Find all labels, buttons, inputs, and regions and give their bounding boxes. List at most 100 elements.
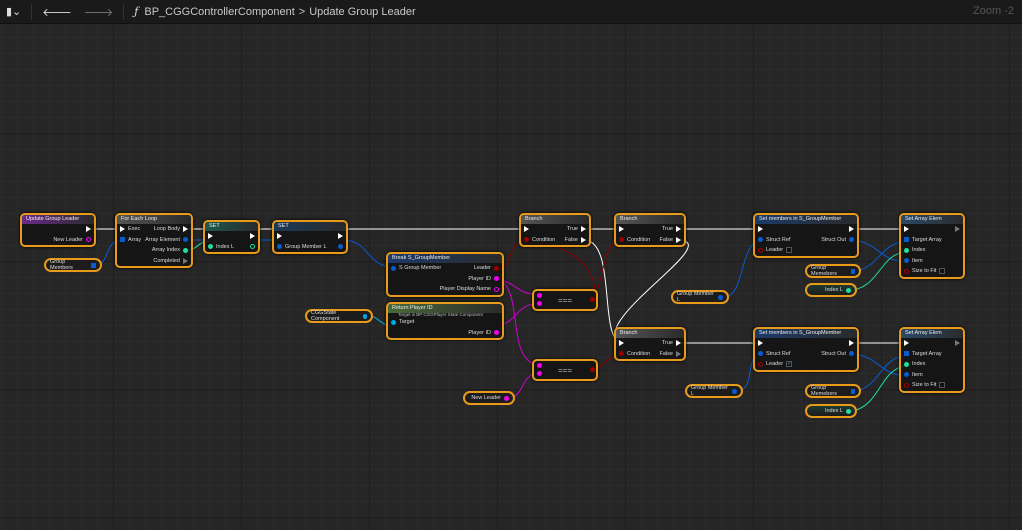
output-pin[interactable] [335, 244, 343, 250]
output-pin[interactable]: Struct Out [821, 351, 854, 357]
input-pin[interactable]: Item [904, 372, 923, 378]
struct-pin-icon[interactable] [758, 351, 763, 357]
output-pin[interactable]: Struct Out [821, 237, 854, 243]
int-pin-icon[interactable] [208, 244, 213, 250]
input-pin[interactable]: Target [391, 319, 414, 325]
bool-pin-icon[interactable] [619, 351, 624, 357]
input-pin[interactable] [904, 340, 912, 347]
struct-pin-icon[interactable] [718, 294, 723, 300]
pin-icon[interactable] [590, 367, 595, 372]
breadcrumb-root[interactable]: BP_CGGControllerComponent [144, 5, 295, 18]
variable-getter[interactable]: Group Members [44, 258, 102, 272]
input-pin[interactable] [619, 226, 627, 233]
input-pin[interactable]: Target Array [904, 237, 942, 243]
input-pin[interactable]: S Group Member [391, 265, 441, 271]
struct-pin-icon[interactable] [904, 372, 909, 378]
variable-getter[interactable]: Index L [805, 283, 857, 297]
string-pin-icon[interactable] [504, 395, 509, 401]
input-pin[interactable]: Struct Ref [758, 351, 790, 357]
pin-icon[interactable] [537, 371, 542, 376]
exec-pin-icon[interactable] [250, 233, 255, 240]
exec-pin-icon[interactable] [849, 226, 854, 233]
input-pin[interactable] [619, 340, 627, 347]
bool-pin-icon[interactable] [904, 268, 909, 274]
exec-pin-icon[interactable] [524, 226, 529, 233]
variable-getter[interactable]: Group Member L [685, 384, 743, 398]
input-pin[interactable]: Condition [619, 237, 650, 243]
struct-pin-icon[interactable] [758, 237, 763, 243]
exec-pin-icon[interactable] [581, 226, 586, 233]
output-pin[interactable] [247, 233, 255, 240]
bool-pin-icon[interactable] [904, 382, 909, 388]
input-pin[interactable]: Leader✓ [758, 361, 793, 368]
back-arrow-icon[interactable]: 🡐 [42, 6, 72, 19]
output-pin[interactable]: Array Index [152, 247, 188, 253]
bool-pin-icon[interactable] [758, 247, 763, 253]
equal-node[interactable]: === [532, 359, 598, 381]
exec-pin-icon[interactable] [676, 350, 681, 357]
output-pin[interactable] [952, 226, 960, 233]
exec-pin-icon[interactable] [619, 226, 624, 233]
exec-pin-icon[interactable] [904, 340, 909, 347]
string-pin-icon[interactable] [86, 237, 91, 243]
output-pin[interactable]: New Leader [53, 237, 91, 243]
output-pin[interactable]: Loop Body [154, 226, 188, 233]
output-pin[interactable]: Completed [153, 257, 188, 264]
array-pin-icon[interactable] [850, 268, 855, 274]
pin-icon[interactable] [537, 293, 542, 298]
output-pin[interactable] [846, 226, 854, 233]
output-pin[interactable]: True [567, 226, 586, 233]
exec-pin-icon[interactable] [86, 226, 91, 233]
input-pin[interactable]: Condition [619, 351, 650, 357]
pin-icon[interactable] [537, 301, 542, 306]
output-pin[interactable] [83, 226, 91, 233]
input-pin[interactable] [758, 226, 766, 233]
variable-getter[interactable]: Index L [805, 404, 857, 418]
input-pin[interactable] [524, 226, 532, 233]
array-pin-icon[interactable] [904, 237, 909, 243]
int-pin-icon[interactable] [183, 247, 188, 253]
exec-pin-icon[interactable] [955, 340, 960, 347]
input-pin[interactable]: Leader [758, 247, 793, 254]
bool-pin-icon[interactable] [494, 265, 499, 271]
graph-canvas[interactable] [0, 24, 1022, 530]
struct-pin-icon[interactable] [277, 244, 282, 250]
input-pin[interactable] [758, 340, 766, 347]
bool-pin-icon[interactable] [758, 361, 763, 367]
exec-pin-icon[interactable] [676, 226, 681, 233]
object-pin-icon[interactable] [362, 313, 367, 319]
output-pin[interactable]: Array Element [145, 237, 188, 243]
input-pin[interactable]: Exec [120, 226, 140, 233]
input-pin[interactable] [904, 226, 912, 233]
output-pin[interactable] [952, 340, 960, 347]
array-pin-icon[interactable] [91, 262, 96, 268]
input-pin[interactable]: Array [120, 237, 141, 243]
int-pin-icon[interactable] [846, 287, 851, 293]
input-pin[interactable] [277, 233, 285, 240]
int-pin-icon[interactable] [904, 361, 909, 367]
input-pin[interactable]: Size to Fit [904, 268, 946, 275]
output-pin[interactable] [335, 233, 343, 240]
array-pin-icon[interactable] [850, 388, 855, 394]
exec-pin-icon[interactable] [338, 233, 343, 240]
output-pin[interactable]: Player Display Name [440, 286, 499, 292]
output-pin[interactable] [247, 244, 255, 250]
exec-pin-icon[interactable] [183, 257, 188, 264]
struct-pin-icon[interactable] [183, 237, 188, 243]
object-pin-icon[interactable] [391, 319, 396, 325]
input-pin[interactable]: Index [904, 247, 925, 253]
output-pin[interactable]: Player ID [468, 330, 499, 336]
output-pin[interactable]: False [660, 236, 681, 243]
pin-icon[interactable] [590, 297, 595, 302]
output-pin[interactable]: False [565, 236, 586, 243]
variable-getter[interactable]: Group Member L [671, 290, 729, 304]
input-pin[interactable]: Size to Fit [904, 382, 946, 389]
string-pin-icon[interactable] [494, 276, 499, 282]
